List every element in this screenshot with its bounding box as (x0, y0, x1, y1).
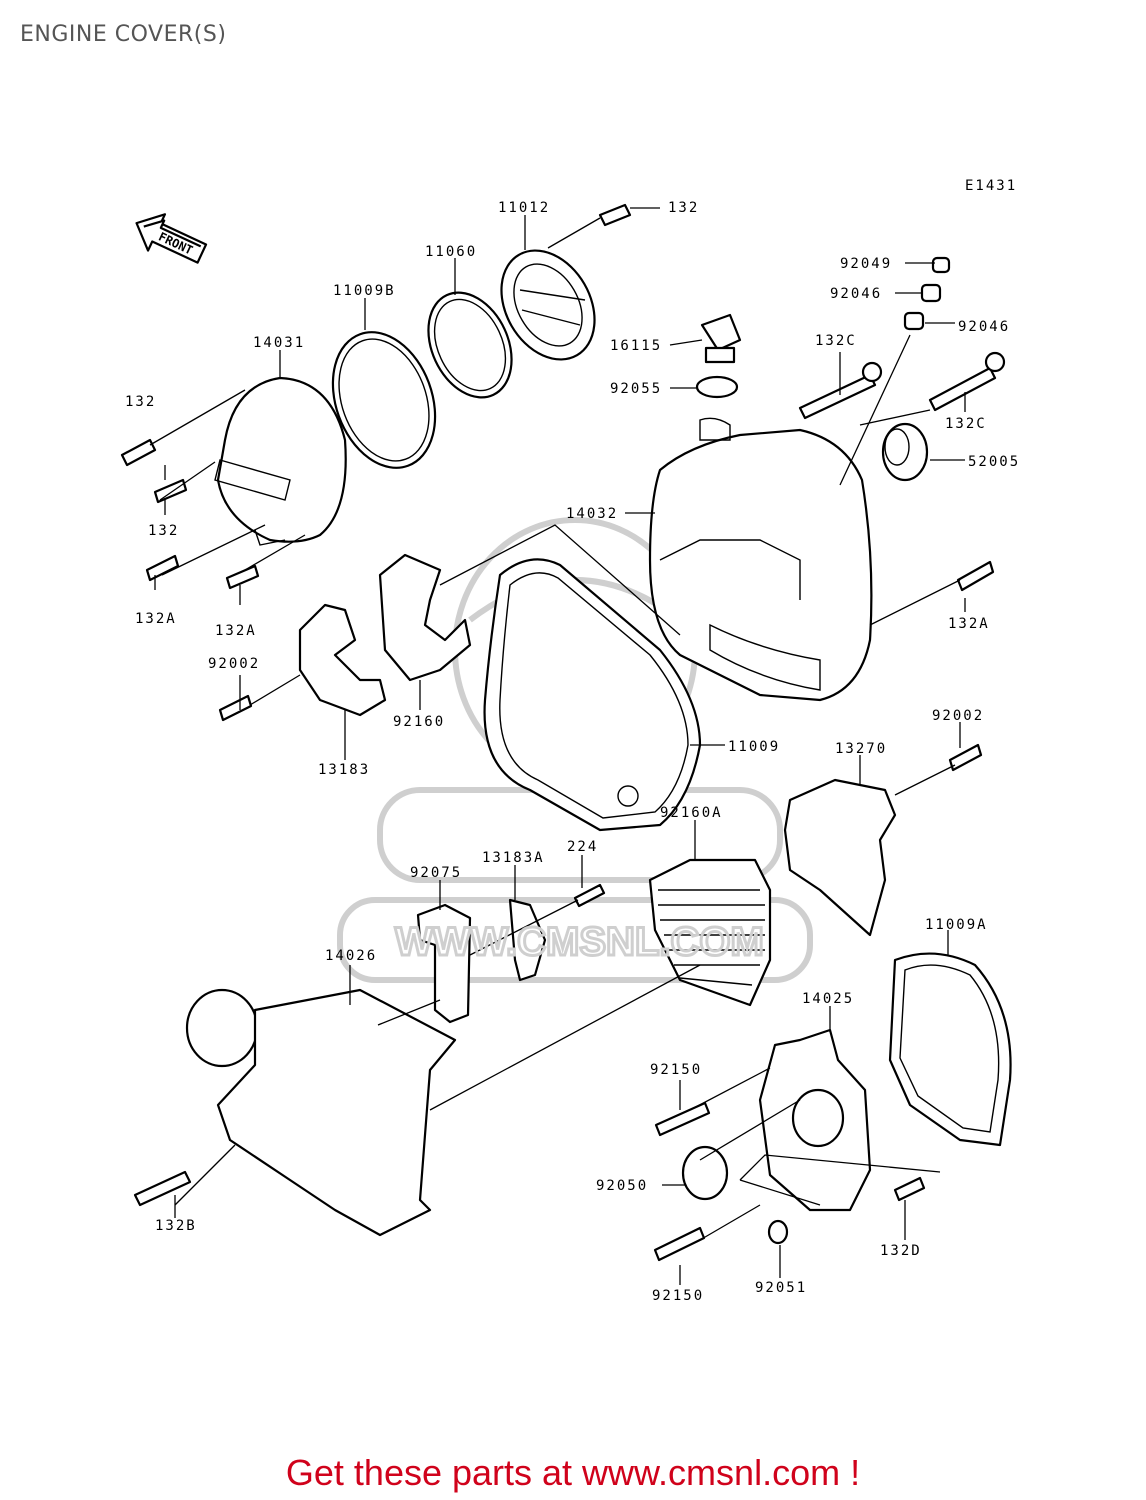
label-224: 224 (567, 839, 598, 855)
label-13183: 13183 (318, 762, 370, 778)
label-14026: 14026 (325, 948, 377, 964)
part-11009B-gasket (331, 331, 437, 469)
label-11009: 11009 (728, 739, 780, 755)
label-132A-left: 132A (135, 611, 177, 627)
label-132D: 132D (880, 1243, 922, 1259)
bolt-92002-right (948, 743, 983, 772)
part-16115-plug (700, 313, 742, 364)
part-number-labels: 11012 132 11060 11009B 14031 132 132 132… (125, 200, 1020, 1304)
part-11009A-gasket (888, 952, 1012, 1147)
label-52005: 52005 (968, 454, 1020, 470)
label-92160A: 92160A (660, 805, 723, 821)
label-92075: 92075 (410, 865, 462, 881)
label-92050: 92050 (596, 1178, 648, 1194)
watermark-text: WWW.CMSNL.COM (395, 920, 764, 964)
part-92050-seal (681, 1145, 729, 1201)
label-11009A: 11009A (925, 917, 988, 933)
label-132A-mid: 132A (215, 623, 257, 639)
cta-link[interactable]: Get these parts at www.cmsnl.com ! (285, 1452, 861, 1493)
bolt-92150-b (653, 1226, 706, 1262)
label-132-left-mid: 132 (148, 523, 179, 539)
label-132C-b: 132C (945, 416, 987, 432)
bolt-92150-a (654, 1101, 711, 1137)
part-13270-cover (783, 778, 897, 937)
bolts-left-group (120, 438, 260, 722)
part-13183A (508, 898, 547, 982)
diagram-code: E1431 (965, 178, 1017, 194)
label-92046-a: 92046 (830, 286, 882, 302)
part-14026-cover (185, 988, 457, 1237)
label-92150-a: 92150 (650, 1062, 702, 1078)
leader-lines (149, 207, 966, 1285)
part-92046-a (920, 283, 942, 303)
part-13183-bracket (298, 603, 387, 717)
bolt-224 (573, 883, 606, 908)
label-11009B: 11009B (333, 283, 396, 299)
label-92055: 92055 (610, 381, 662, 397)
part-52005-bushing (881, 422, 929, 482)
part-11009-gasket (483, 558, 702, 832)
part-11060-gasket (427, 291, 513, 399)
label-11012: 11012 (498, 200, 550, 216)
part-92075 (416, 903, 472, 1024)
label-132A-right: 132A (948, 616, 990, 632)
bolt-132-top (598, 203, 632, 227)
part-92055-oring (695, 375, 739, 399)
part-92160A-fins (648, 858, 772, 1007)
part-92046-b (903, 311, 925, 331)
label-132C-a: 132C (815, 333, 857, 349)
bolt-132B (133, 1170, 192, 1207)
label-16115: 16115 (610, 338, 662, 354)
label-92049: 92049 (840, 256, 892, 272)
label-11060: 11060 (425, 244, 477, 260)
label-14032: 14032 (566, 506, 618, 522)
bolt-132D (893, 1176, 926, 1202)
label-92046-b: 92046 (958, 319, 1010, 335)
label-14025: 14025 (802, 991, 854, 1007)
part-14031-cover (214, 376, 347, 546)
label-13183A: 13183A (482, 850, 545, 866)
label-132B: 132B (155, 1218, 197, 1234)
front-arrow-icon: FRONT (135, 213, 208, 264)
label-92002-left: 92002 (208, 656, 260, 672)
label-92051: 92051 (755, 1280, 807, 1296)
part-92049 (931, 256, 951, 274)
bolt-132A-right (956, 560, 995, 592)
part-11012-cover-cap (500, 249, 596, 361)
page-title: ENGINE COVER(S) (20, 22, 227, 47)
part-14025-cover (758, 1028, 872, 1212)
label-92002-right: 92002 (932, 708, 984, 724)
label-132-top: 132 (668, 200, 699, 216)
part-92160-plate (378, 553, 472, 682)
label-14031: 14031 (253, 335, 305, 351)
bolts-132C (798, 351, 1006, 420)
label-132-left-upper: 132 (125, 394, 156, 410)
part-92051-seal (767, 1219, 789, 1245)
label-13270: 13270 (835, 741, 887, 757)
label-92160: 92160 (393, 714, 445, 730)
part-14032-cover (648, 417, 873, 702)
label-92150-b: 92150 (652, 1288, 704, 1304)
